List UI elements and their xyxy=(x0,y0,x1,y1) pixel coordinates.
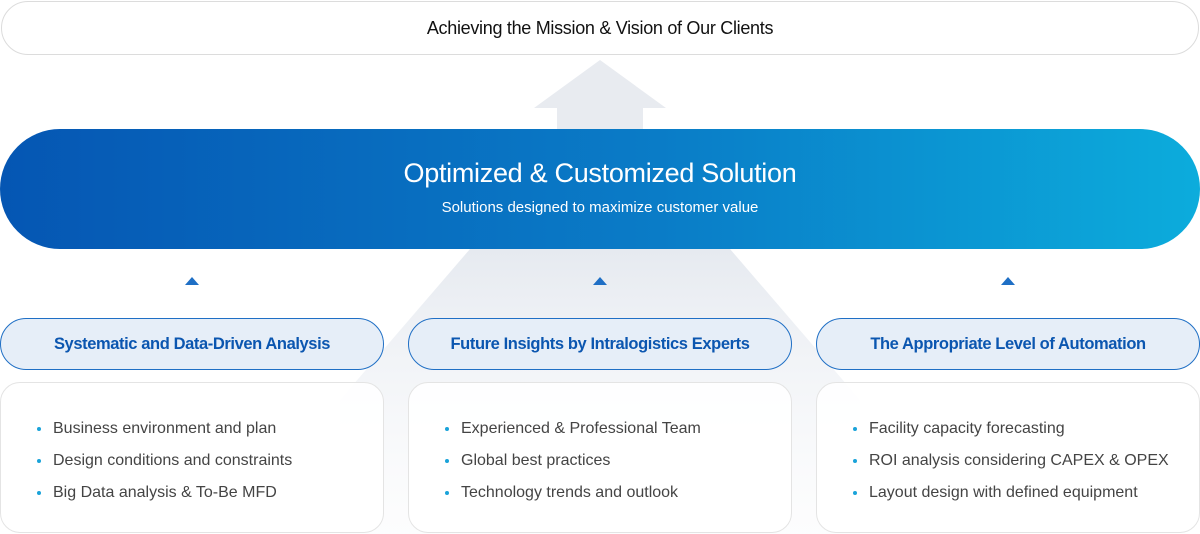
list-item: Technology trends and outlook xyxy=(445,477,791,509)
bullet-icon xyxy=(853,459,857,463)
item-text: Big Data analysis & To-Be MFD xyxy=(53,484,277,501)
bullet-icon xyxy=(445,491,449,495)
mission-banner: Achieving the Mission & Vision of Our Cl… xyxy=(1,1,1199,55)
solution-title: Optimized & Customized Solution xyxy=(403,158,797,188)
item-text: Global best practices xyxy=(461,452,611,469)
item-text: Design conditions and constraints xyxy=(53,452,293,469)
triangle-up-icon xyxy=(593,277,607,285)
bullet-icon xyxy=(37,427,41,431)
list-item: Experienced & Professional Team xyxy=(445,413,791,445)
bullet-icon xyxy=(445,459,449,463)
pillar-title: Systematic and Data-Driven Analysis xyxy=(0,318,384,370)
list-item: Facility capacity forecasting xyxy=(853,413,1199,445)
item-text: Business environment and plan xyxy=(53,420,277,437)
list-item: Layout design with defined equipment xyxy=(853,477,1199,509)
solution-subtitle: Solutions designed to maximize customer … xyxy=(441,199,759,216)
pillar-title: The Appropriate Level of Automation xyxy=(816,318,1200,370)
item-text: Technology trends and outlook xyxy=(461,484,679,501)
list-item: Business environment and plan xyxy=(37,413,383,445)
pillar-list: Experienced & Professional Team Global b… xyxy=(408,382,792,533)
item-text: Experienced & Professional Team xyxy=(461,420,701,437)
pillar-list: Business environment and plan Design con… xyxy=(0,382,384,533)
list-item: Global best practices xyxy=(445,445,791,477)
bullet-icon xyxy=(37,491,41,495)
bullet-icon xyxy=(37,459,41,463)
item-text: ROI analysis considering CAPEX & OPEX xyxy=(869,452,1169,469)
triangle-up-icon xyxy=(185,277,199,285)
bullet-icon xyxy=(853,491,857,495)
up-arrow-icon xyxy=(534,60,666,130)
pillar-list: Facility capacity forecasting ROI analys… xyxy=(816,382,1200,533)
list-item: Big Data analysis & To-Be MFD xyxy=(37,477,383,509)
bullet-icon xyxy=(853,427,857,431)
list-item: Design conditions and constraints xyxy=(37,445,383,477)
pillar-title: Future Insights by Intralogistics Expert… xyxy=(408,318,792,370)
solution-banner: Optimized & Customized Solution Solution… xyxy=(0,129,1200,249)
item-text: Layout design with defined equipment xyxy=(869,484,1138,501)
triangle-up-icon xyxy=(1001,277,1015,285)
bullet-icon xyxy=(445,427,449,431)
item-text: Facility capacity forecasting xyxy=(869,420,1065,437)
list-item: ROI analysis considering CAPEX & OPEX xyxy=(853,445,1199,477)
